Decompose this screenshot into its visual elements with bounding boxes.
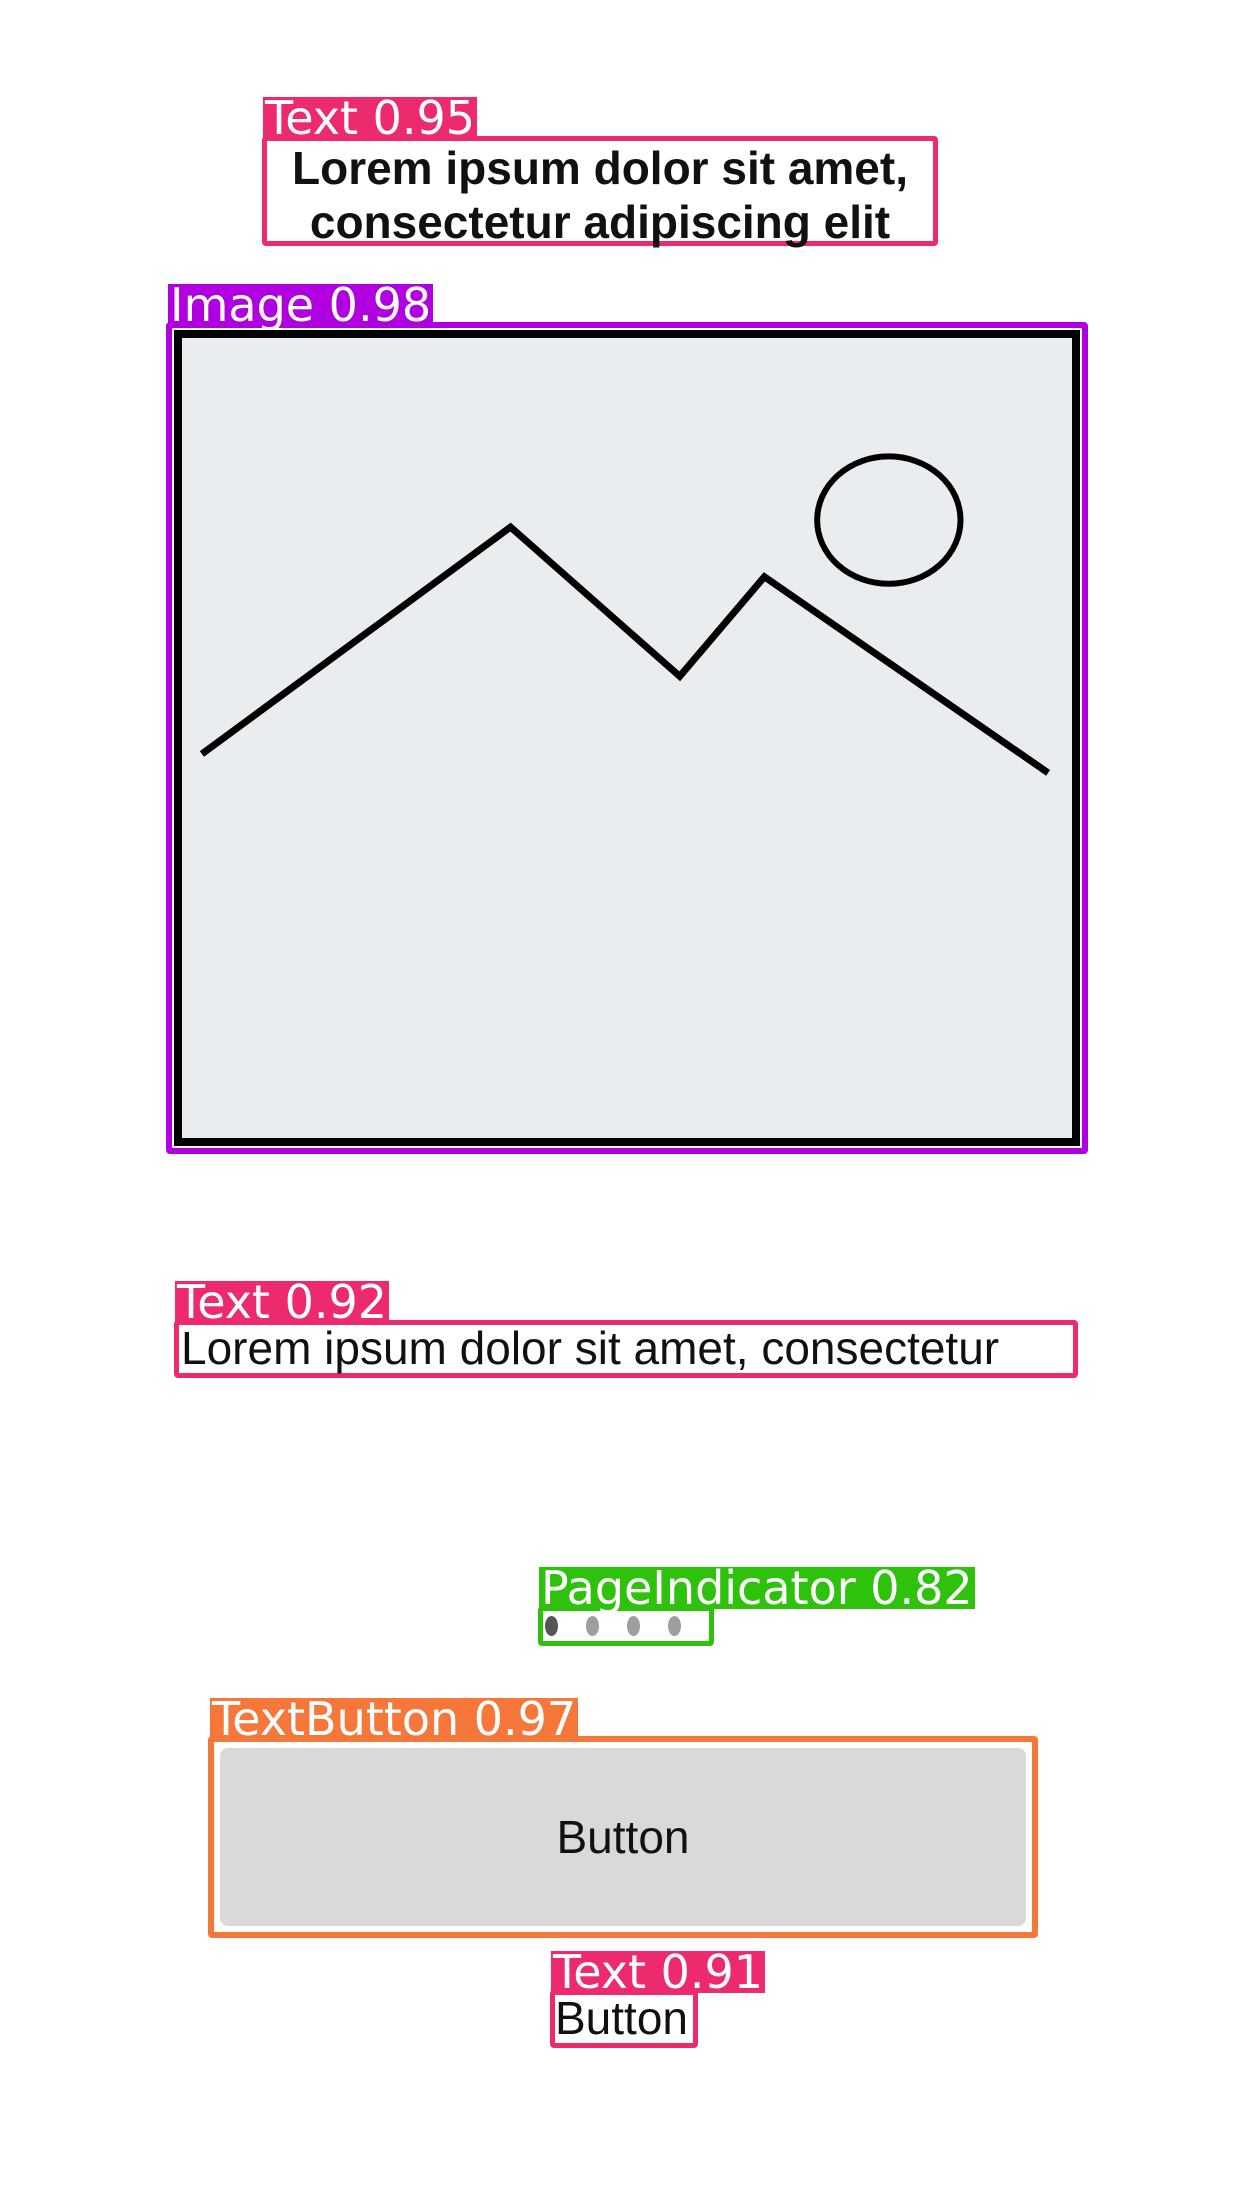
page-dot-1[interactable] [545,1616,558,1636]
detection-label: PageIndicator 0.82 [539,1561,975,1615]
page-dot-4[interactable] [668,1616,681,1636]
title-text-detection: Text 0.95 Lorem ipsum dolor sit amet, co… [262,95,938,248]
detection-label: Text 0.92 [175,1275,390,1329]
page-indicator-detection: PageIndicator 0.82 [538,1565,975,1646]
page-dot-3[interactable] [627,1616,640,1636]
page-indicator[interactable] [543,1611,709,1641]
detection-label: Text 0.95 [263,91,478,145]
body-text: Lorem ipsum dolor sit amet, consectetur [181,1322,1000,1374]
page-dot-2[interactable] [586,1616,599,1636]
detection-label: Text 0.91 [551,1945,766,1999]
detection-label: TextButton 0.97 [210,1692,579,1746]
image-detection: Image 0.98 [166,282,1088,1154]
image-placeholder-icon [199,453,1051,776]
detection-label: Image 0.98 [168,278,434,332]
body-text-detection: Text 0.92 Lorem ipsum dolor sit amet, co… [174,1279,1078,1378]
button-caption-text: Button [555,1992,688,2044]
primary-button[interactable]: Button [220,1748,1026,1926]
button-caption-detection: Text 0.91 Button [550,1949,766,2048]
text-button-detection: TextButton 0.97 Button [208,1696,1038,1938]
image-placeholder [174,330,1080,1146]
title-text: Lorem ipsum dolor sit amet, consectetur … [292,142,908,248]
